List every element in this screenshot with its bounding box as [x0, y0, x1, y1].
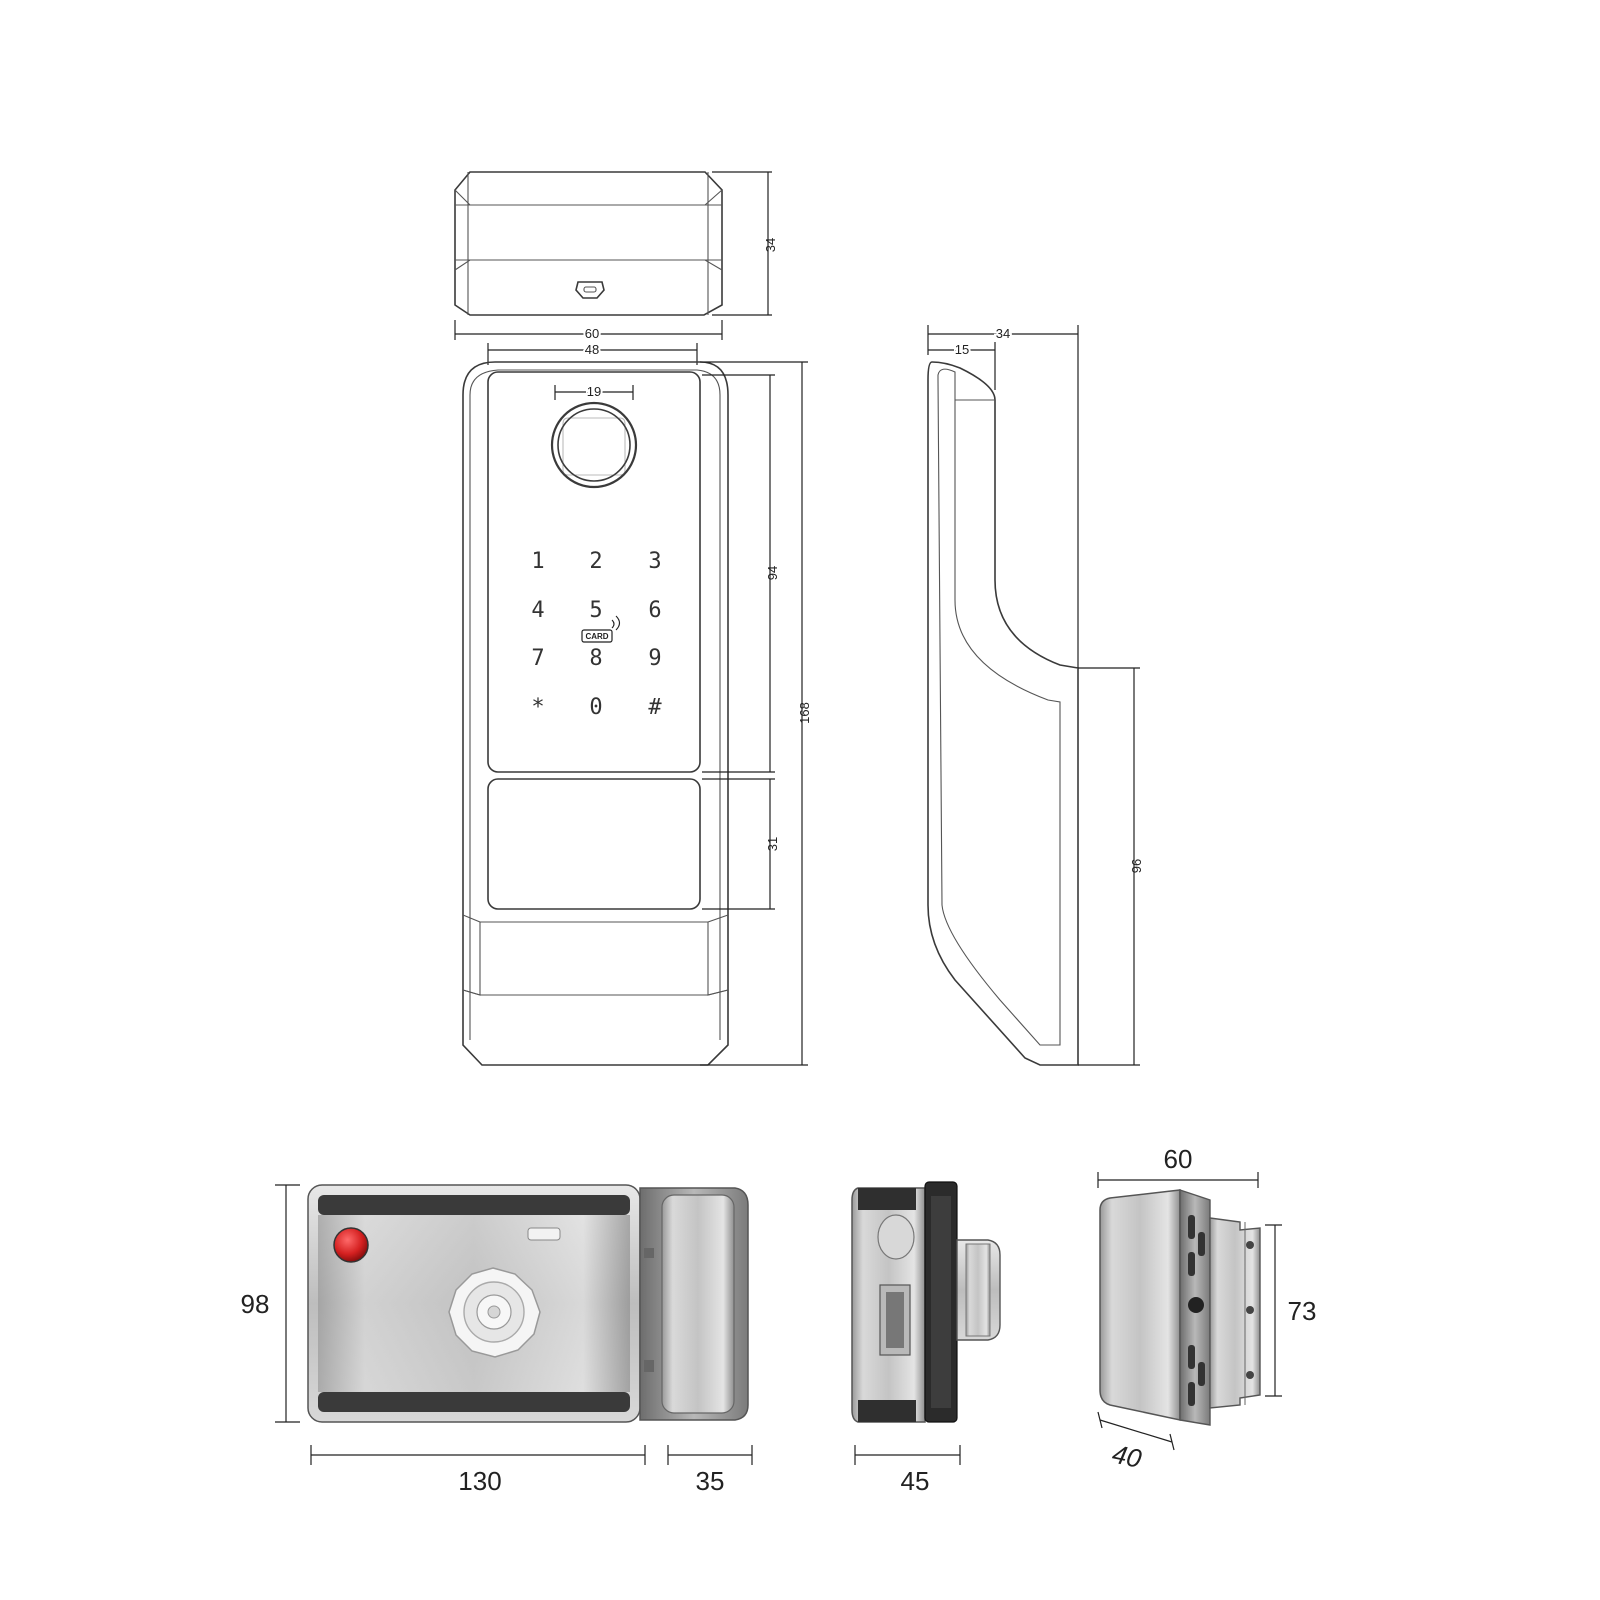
- keypad: 1 2 3 4 5 6 7 8 9 * 0 # CARD: [531, 549, 662, 720]
- key-7: 7: [531, 646, 544, 671]
- dim-side-lower-height: 96: [1078, 667, 1144, 1066]
- svg-text:19: 19: [587, 384, 601, 399]
- key-4: 4: [531, 598, 544, 623]
- svg-text:98: 98: [241, 1289, 270, 1319]
- key-hash: #: [648, 695, 662, 720]
- svg-text:73: 73: [1288, 1296, 1317, 1326]
- svg-text:60: 60: [585, 326, 599, 341]
- red-button: [333, 1227, 369, 1263]
- dim-bracket-depth: 40: [1097, 1411, 1175, 1474]
- dim-lock-height: 98: [241, 1184, 300, 1423]
- key-2: 2: [589, 549, 602, 574]
- key-5: 5: [589, 598, 602, 623]
- svg-text:31: 31: [765, 837, 780, 851]
- dim-side-front-depth: 15: [928, 340, 996, 390]
- dim-fingerprint: 19: [554, 382, 634, 401]
- svg-text:15: 15: [955, 342, 969, 357]
- side-profile: [927, 361, 1079, 1066]
- lock-knob: [448, 1267, 541, 1358]
- dim-cover-height: 34: [712, 171, 778, 316]
- svg-text:96: 96: [1129, 859, 1144, 873]
- svg-text:34: 34: [763, 238, 778, 252]
- svg-text:60: 60: [1164, 1144, 1193, 1174]
- dim-overall-height: 168: [700, 361, 812, 1066]
- svg-text:40: 40: [1110, 1439, 1145, 1474]
- key-6: 6: [648, 598, 661, 623]
- dim-lock-side-width: 45: [854, 1445, 961, 1496]
- svg-text:CARD: CARD: [585, 632, 608, 641]
- svg-text:48: 48: [585, 342, 599, 357]
- key-3: 3: [648, 549, 661, 574]
- key-1: 1: [531, 549, 544, 574]
- key-star: *: [531, 695, 544, 720]
- svg-text:130: 130: [458, 1466, 501, 1496]
- cover-box: [454, 171, 723, 316]
- svg-text:35: 35: [696, 1466, 725, 1496]
- strike-bracket: [1099, 1189, 1261, 1426]
- dim-side-depth: 34: [927, 324, 1079, 668]
- key-0: 0: [589, 695, 602, 720]
- dim-lock-knob-depth: 35: [667, 1445, 753, 1496]
- card-icon: CARD: [581, 615, 621, 643]
- svg-text:34: 34: [996, 326, 1010, 341]
- dim-bracket-width: 60: [1097, 1144, 1259, 1188]
- svg-text:45: 45: [901, 1466, 930, 1496]
- dim-lock-body-width: 130: [310, 1445, 646, 1496]
- svg-text:168: 168: [797, 702, 812, 724]
- dim-panel-inner-width: 48: [487, 340, 698, 365]
- status-led: [527, 1227, 561, 1241]
- fingerprint-sensor: [550, 401, 638, 489]
- key-8: 8: [589, 646, 602, 671]
- lock-body: [307, 1184, 641, 1423]
- dim-keypad-height: 94: [702, 374, 780, 773]
- key-9: 9: [648, 646, 661, 671]
- dim-bracket-height: 73: [1265, 1224, 1317, 1397]
- svg-text:94: 94: [765, 566, 780, 580]
- keyhole-icon: [575, 281, 605, 299]
- dim-cover-width: 60: [454, 320, 723, 343]
- lock-side-view: [851, 1181, 1001, 1423]
- lock-side-plate: [639, 1187, 749, 1421]
- dim-handle-height: 31: [702, 778, 780, 910]
